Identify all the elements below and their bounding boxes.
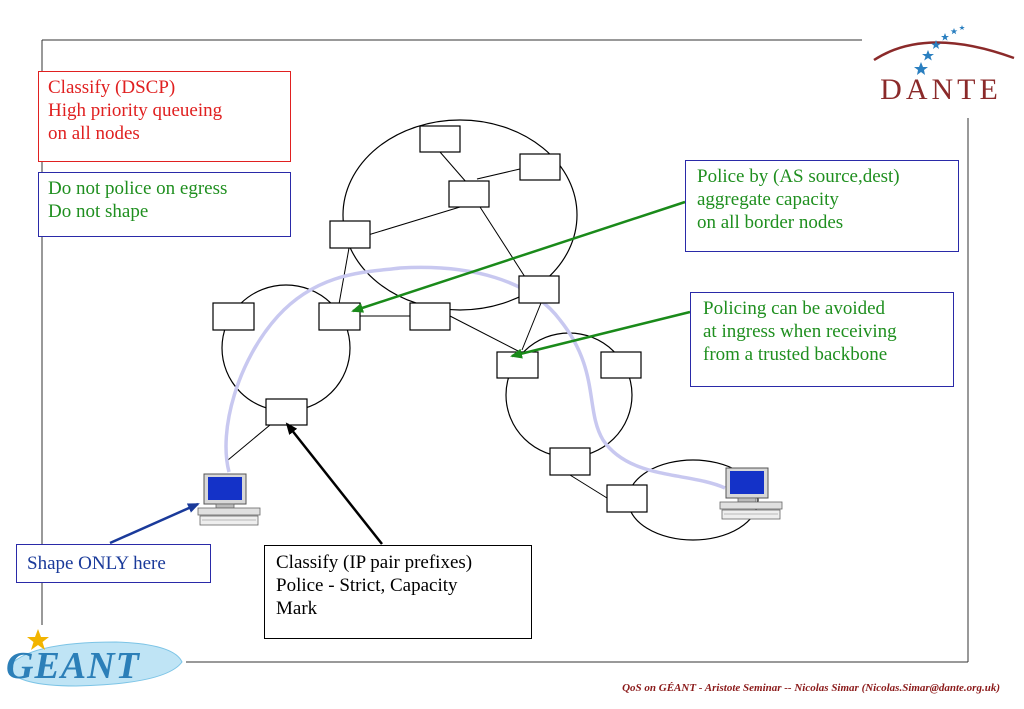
router-node — [519, 153, 561, 181]
backbone-network — [342, 119, 578, 311]
note-line: on all nodes — [48, 123, 140, 144]
note-trusted: Policing can be avoided at ingress when … — [690, 292, 954, 387]
footer-caption: QoS on GÉANT - Aristote Seminar -- Nicol… — [622, 682, 1000, 694]
note-line: Police by (AS source,dest) — [697, 166, 900, 187]
router-node — [448, 180, 490, 208]
router-node — [549, 447, 591, 476]
computer-icon — [719, 467, 783, 520]
computer-icon — [197, 473, 261, 526]
router-node — [329, 220, 371, 249]
router-node — [518, 275, 560, 304]
dante-logo: DANTE — [866, 18, 1016, 108]
router-node — [265, 398, 308, 426]
note-line: Classify (DSCP) — [48, 77, 176, 98]
note-no-police: Do not police on egress Do not shape — [38, 172, 291, 237]
stars-arc-icon — [873, 25, 1015, 75]
router-node — [606, 484, 648, 513]
note-shape: Shape ONLY here — [16, 544, 211, 583]
routers — [212, 125, 648, 513]
note-classify-ip: Classify (IP pair prefixes) Police - Str… — [264, 545, 532, 639]
geant-logo: GEANT — [6, 628, 186, 694]
note-line: aggregate capacity — [697, 189, 839, 210]
note-line: at ingress when receiving — [703, 321, 897, 342]
note-line: Shape ONLY here — [27, 553, 166, 574]
note-line: Policing can be avoided — [703, 298, 886, 319]
router-node — [600, 351, 642, 379]
note-police-as: Police by (AS source,dest) aggregate cap… — [685, 160, 959, 252]
router-node — [212, 302, 255, 331]
note-line: Mark — [276, 598, 318, 619]
geant-wordmark: GEANT — [6, 645, 140, 687]
arrow-shape — [109, 502, 200, 545]
arrow-trusted — [510, 310, 691, 359]
note-line: Police - Strict, Capacity — [276, 575, 458, 596]
arrow-classify-ip — [285, 422, 383, 545]
router-node — [318, 302, 361, 331]
geant-swoosh — [7, 641, 183, 687]
note-line: Do not shape — [48, 201, 149, 222]
arrow-police-as — [351, 200, 686, 313]
note-line: Do not police on egress — [48, 178, 228, 199]
dante-wordmark: DANTE — [880, 73, 1002, 106]
note-line: High priority queueing — [48, 100, 223, 121]
router-node — [409, 302, 451, 331]
star-icon — [27, 629, 49, 650]
traffic-path — [224, 265, 726, 490]
router-node — [419, 125, 461, 153]
note-line: Classify (IP pair prefixes) — [276, 552, 473, 573]
note-line: from a trusted backbone — [703, 344, 888, 365]
note-classify-dscp: Classify (DSCP) High priority queueing o… — [38, 71, 291, 162]
note-line: on all border nodes — [697, 212, 844, 233]
